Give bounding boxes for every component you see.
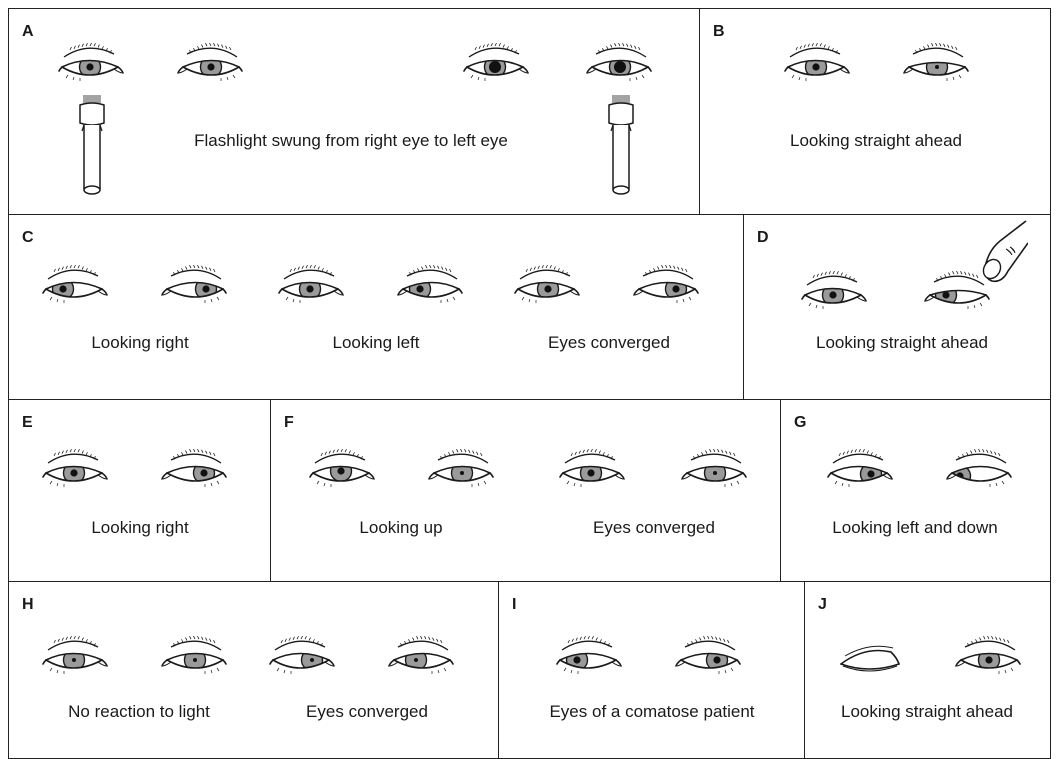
panel-d-letter: D [757, 229, 769, 247]
panel-d: D Looking straight ahead [743, 214, 1051, 400]
eye-icon [386, 636, 456, 678]
panel-h-letter: H [22, 596, 34, 614]
closed-eye-icon [835, 636, 905, 678]
eye-icon [426, 449, 496, 491]
panel-h-caption-1: No reaction to light [68, 702, 210, 722]
eye-icon [901, 43, 971, 85]
panel-a-caption: Flashlight swung from right eye to left … [194, 131, 508, 151]
eye-icon [276, 265, 346, 307]
panel-c: C Looking right Looking left Eyes conver… [8, 214, 744, 400]
eye-icon [782, 43, 852, 85]
panel-e: E Looking right [8, 399, 271, 582]
panel-f-caption-2: Eyes converged [593, 518, 715, 538]
panel-i: I Eyes of a comatose patient [498, 581, 805, 759]
panel-f: F Looking up Eyes converged [270, 399, 781, 582]
panel-e-caption: Looking right [91, 518, 188, 538]
eye-icon [679, 449, 749, 491]
panel-a-letter: A [22, 23, 34, 41]
panel-g: G Looking left and down [780, 399, 1051, 582]
panel-g-caption: Looking left and down [832, 518, 997, 538]
eye-icon [799, 271, 869, 313]
eye-icon [56, 43, 126, 85]
eye-icon [175, 43, 245, 85]
panel-b: B Looking straight ahead [699, 8, 1051, 215]
panel-e-letter: E [22, 414, 33, 432]
eye-icon [673, 636, 743, 678]
panel-h: H No reaction to light Eyes converged [8, 581, 499, 759]
panel-c-letter: C [22, 229, 34, 247]
panel-h-caption-2: Eyes converged [306, 702, 428, 722]
eye-icon [307, 449, 377, 491]
eye-icon [825, 449, 895, 491]
eye-icon [584, 43, 654, 85]
panel-c-caption-3: Eyes converged [548, 333, 670, 353]
eye-icon [953, 636, 1023, 678]
panel-b-letter: B [713, 23, 725, 41]
flashlight-icon [72, 93, 112, 205]
finger-icon [966, 219, 1028, 301]
eye-icon [267, 636, 337, 678]
panel-j-caption: Looking straight ahead [841, 702, 1013, 722]
eye-icon [557, 449, 627, 491]
eye-icon [512, 265, 582, 307]
eye-icon [159, 636, 229, 678]
eye-icon [159, 449, 229, 491]
panel-c-caption-2: Looking left [333, 333, 420, 353]
panel-b-caption: Looking straight ahead [790, 131, 962, 151]
panel-i-caption: Eyes of a comatose patient [549, 702, 754, 722]
eye-icon [554, 636, 624, 678]
eye-icon [40, 449, 110, 491]
panel-f-caption-1: Looking up [359, 518, 442, 538]
eye-icon [395, 265, 465, 307]
eye-icon [40, 636, 110, 678]
eye-icon [40, 265, 110, 307]
panel-a: A Flashlight swung from right eye to lef… [8, 8, 700, 215]
panel-i-letter: I [512, 596, 516, 614]
panel-d-caption: Looking straight ahead [816, 333, 988, 353]
panel-g-letter: G [794, 414, 806, 432]
panel-j: J Looking straight ahead [804, 581, 1051, 759]
eye-icon [159, 265, 229, 307]
eye-icon [461, 43, 531, 85]
flashlight-icon [601, 93, 641, 205]
panel-f-letter: F [284, 414, 294, 432]
eye-icon [944, 449, 1014, 491]
panel-c-caption-1: Looking right [91, 333, 188, 353]
panel-j-letter: J [818, 596, 827, 614]
eye-icon [631, 265, 701, 307]
